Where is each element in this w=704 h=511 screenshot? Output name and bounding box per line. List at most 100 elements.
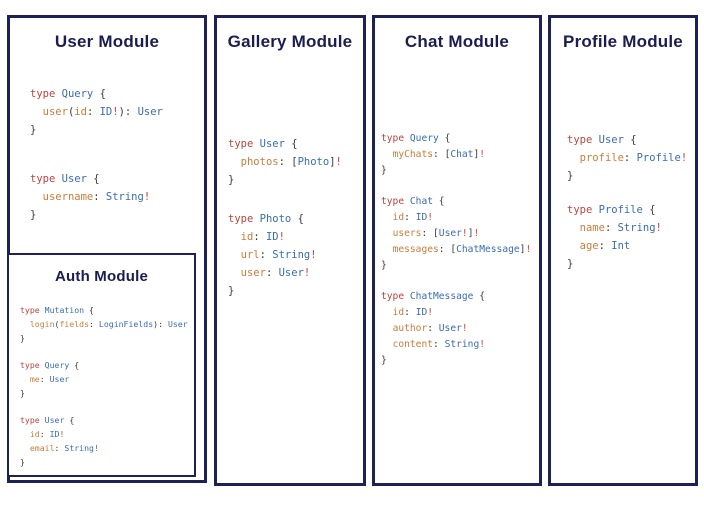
code-token [567,152,580,164]
code-token: } [567,170,574,182]
code-line: url: String! [228,246,342,264]
code-token: { [649,204,656,216]
code-token: ! [303,267,311,279]
code-line: type Profile { [567,201,687,219]
code-token: email [29,443,55,453]
code-token: ! [473,228,480,239]
code-line: } [381,258,531,274]
auth-module-panel: Auth Module type Mutation { login(fields… [7,253,196,477]
code-token: type [20,360,40,370]
code-token: { [74,360,80,370]
code-line: me: User [20,372,188,386]
code-token: } [381,260,387,271]
code-token: } [228,174,235,186]
code-token: profile [579,152,624,164]
code-token [20,319,30,329]
code-token: String [617,222,656,234]
code-line: type Chat { [381,194,531,210]
code-token [567,222,580,234]
code-line: type User { [228,135,342,153]
code-line: login(fields: LoginFields): User [20,317,188,331]
code-token: : [404,212,410,223]
code-line: } [567,255,687,273]
code-token: ( [54,319,60,329]
code-token: type [20,415,40,425]
code-line: id: ID! [228,228,342,246]
code-token: id [392,307,405,318]
code-line: username: String! [30,188,163,206]
code-token: user [240,267,266,279]
code-token: ! [461,228,468,239]
code-token: { [69,415,75,425]
code-token: User [438,323,462,334]
code-token: type [567,134,593,146]
code-token [30,191,43,203]
code-token: } [228,285,235,297]
code-token: : [278,156,285,168]
code-token: : [89,319,94,329]
code-token: : [265,267,273,279]
code-token: id [392,212,405,223]
code-token: : [54,443,60,453]
code-token: fields [59,319,90,329]
code-token: ChatMessage [456,244,520,255]
code-token: User [44,415,65,425]
code-token: } [20,388,25,398]
code-line: author: User! [381,321,531,337]
profile-module-panel: Profile Module type User { profile: Prof… [548,15,698,486]
code-token: } [30,124,37,136]
code-token: Query [61,88,94,100]
code-token: ID [49,429,60,439]
code-token: Mutation [44,305,85,315]
gallery-module-title: Gallery Module [227,32,353,51]
code-token: user [42,106,68,118]
code-token: ! [680,152,688,164]
code-token: User [438,228,462,239]
code-token: : [421,228,428,239]
code-token: : [598,240,605,252]
code-token: : [86,106,94,118]
code-token: Int [611,240,631,252]
code-token [381,339,393,350]
code-block: type Chat { id: ID! users: [User!]! mess… [381,194,531,274]
code-line: type Mutation { [20,303,188,317]
code-token: { [444,133,451,144]
code-token: ! [525,244,532,255]
code-token: type [228,213,254,225]
code-token: : [427,323,433,334]
code-token: ID [265,231,279,243]
code-line: type ChatMessage { [381,289,531,305]
code-token: type [30,88,56,100]
code-token [381,244,393,255]
code-token: } [20,457,25,467]
gallery-module-panel: Gallery Module type User { photos: [Phot… [214,15,366,486]
code-block: type User { photos: [Photo]!} [228,135,342,189]
code-token: ! [427,212,434,223]
code-block: type User { profile: Profile!} [567,131,687,185]
code-line: } [228,171,342,189]
chat-module-title: Chat Module [404,32,510,51]
code-token: ] [519,244,526,255]
code-line: user(id: ID!): User [30,103,163,121]
code-token: ! [59,429,65,439]
user-module-title: User Module [54,32,160,51]
code-token [381,307,393,318]
code-line: id: ID! [381,210,531,226]
code-token: type [567,204,593,216]
code-token [381,228,393,239]
code-line: } [30,206,163,224]
auth-module-title: Auth Module [54,268,148,285]
code-token [20,429,30,439]
code-token: User [259,138,285,150]
code-token: } [381,165,387,176]
code-line: } [30,121,163,139]
code-line: age: Int [567,237,687,255]
code-token: users [392,228,422,239]
code-token: ] [473,149,480,160]
code-token: { [291,138,298,150]
code-token: Query [409,133,439,144]
code-line: type Photo { [228,210,342,228]
code-line: profile: Profile! [567,149,688,167]
code-line: users: [User!]! [381,226,531,242]
code-token: : [39,429,45,439]
